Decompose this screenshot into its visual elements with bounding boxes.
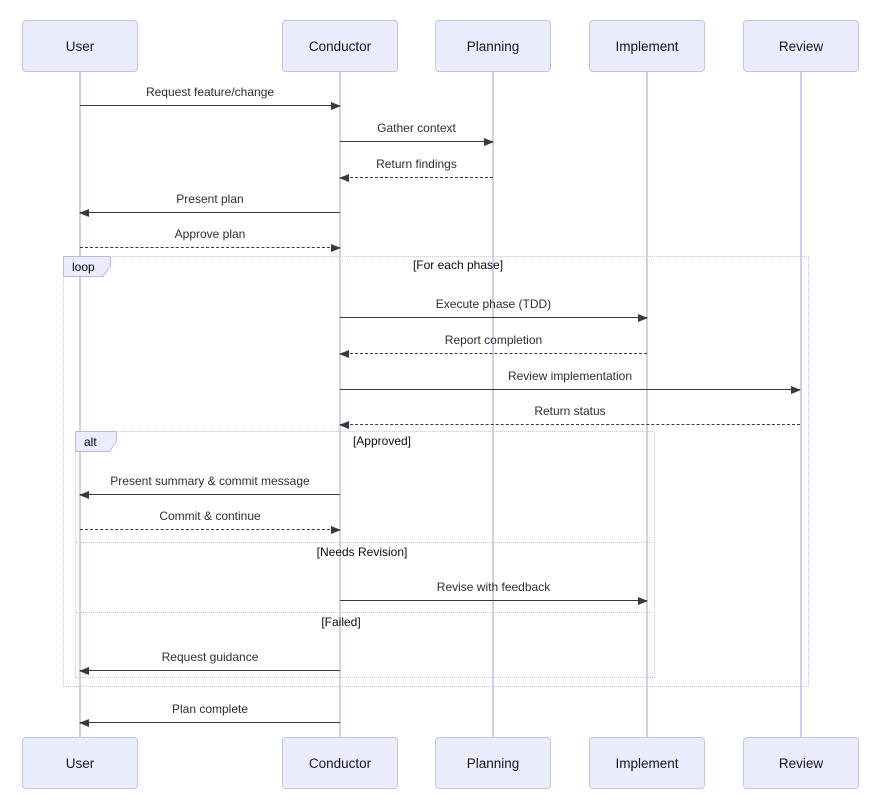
actor-top-user: User (22, 20, 138, 72)
message-label: Approve plan (174, 227, 246, 241)
actor-top-planning: Planning (435, 20, 551, 72)
actor-top-conductor: Conductor (282, 20, 398, 72)
arrowhead-icon (331, 102, 341, 110)
message-line (80, 247, 340, 248)
message-return-findings: Return findings (339, 156, 493, 182)
alt-tab-label: alt (84, 434, 97, 449)
loop-frame (63, 256, 809, 687)
alt-section-label-approved: [Approved] (352, 434, 412, 448)
message-present-plan: Present plan (79, 191, 340, 217)
alt-tab: alt (75, 431, 117, 452)
message-line (340, 424, 800, 425)
message-request-guidance: Request guidance (79, 649, 340, 675)
actor-label: Planning (466, 755, 520, 771)
message-line (340, 141, 493, 142)
message-line (340, 317, 647, 318)
lifeline-user (79, 72, 81, 737)
loop-condition-label: [For each phase] (412, 258, 504, 272)
message-execute-phase-tdd: Execute phase (TDD) (340, 296, 648, 322)
message-report-completion: Report completion (339, 332, 647, 358)
message-label: Commit & continue (159, 509, 261, 523)
message-label: Report completion (444, 333, 543, 347)
alt-divider-1 (76, 542, 654, 543)
lifeline-planning (492, 72, 494, 737)
arrowhead-icon (638, 314, 648, 322)
message-label: Request guidance (161, 650, 259, 664)
actor-label: Implement (615, 38, 679, 54)
message-line (80, 105, 340, 106)
message-plan-complete: Plan complete (79, 701, 340, 727)
arrowhead-icon (638, 597, 648, 605)
actor-bottom-planning: Planning (435, 737, 551, 789)
message-label: Present plan (176, 192, 244, 206)
actor-bottom-conductor: Conductor (282, 737, 398, 789)
message-label: Plan complete (171, 702, 249, 716)
message-line (80, 722, 340, 723)
actor-bottom-user: User (22, 737, 138, 789)
loop-tab: loop (63, 256, 111, 277)
actor-label: Conductor (308, 38, 372, 54)
message-line (340, 353, 647, 354)
alt-section-label-needs-revision: [Needs Revision] (316, 545, 408, 559)
message-label: Gather context (377, 121, 456, 135)
message-commit-continue: Commit & continue (80, 508, 341, 534)
actor-bottom-review: Review (743, 737, 859, 789)
actor-bottom-implement: Implement (589, 737, 705, 789)
actor-label: Implement (615, 755, 679, 771)
arrowhead-icon (339, 421, 349, 429)
message-line (80, 529, 340, 530)
loop-tab-label: loop (72, 259, 95, 274)
actor-top-implement: Implement (589, 20, 705, 72)
message-revise-with-feedback: Revise with feedback (340, 579, 648, 605)
message-label: Present summary & commit message (110, 474, 310, 488)
alt-section-label-failed: [Failed] (321, 615, 361, 629)
message-return-status: Return status (339, 403, 800, 429)
actor-label: Review (778, 755, 824, 771)
actor-label: Review (778, 38, 824, 54)
arrowhead-icon (331, 526, 341, 534)
arrowhead-icon (484, 138, 494, 146)
arrowhead-icon (331, 244, 341, 252)
actor-label: Conductor (308, 755, 372, 771)
actor-label: Planning (466, 38, 520, 54)
lifeline-conductor (339, 72, 341, 737)
message-gather-context: Gather context (340, 120, 494, 146)
message-line (80, 212, 340, 213)
arrowhead-icon (79, 667, 89, 675)
message-label: Review implementation (507, 369, 633, 383)
message-label: Return findings (376, 157, 457, 171)
message-review-implementation: Review implementation (340, 368, 801, 394)
arrowhead-icon (339, 174, 349, 182)
arrowhead-icon (79, 209, 89, 217)
message-request-feature-change: Request feature/change (80, 84, 341, 110)
arrowhead-icon (791, 386, 801, 394)
lifeline-review (800, 72, 802, 737)
message-approve-plan: Approve plan (80, 226, 341, 252)
arrowhead-icon (79, 719, 89, 727)
message-label: Request feature/change (145, 85, 275, 99)
actor-label: User (65, 38, 95, 54)
message-line (80, 670, 340, 671)
message-label: Execute phase (TDD) (435, 297, 552, 311)
message-line (340, 600, 647, 601)
actor-top-review: Review (743, 20, 859, 72)
message-label: Return status (534, 404, 606, 418)
message-line (340, 177, 493, 178)
actor-label: User (65, 755, 95, 771)
arrowhead-icon (339, 350, 349, 358)
arrowhead-icon (79, 491, 89, 499)
alt-divider-2 (76, 612, 654, 613)
message-label: Revise with feedback (436, 580, 551, 594)
message-line (340, 389, 800, 390)
alt-frame (75, 431, 655, 678)
message-present-summary-commit: Present summary & commit message (79, 473, 340, 499)
lifeline-implement (646, 72, 648, 737)
message-line (80, 494, 340, 495)
